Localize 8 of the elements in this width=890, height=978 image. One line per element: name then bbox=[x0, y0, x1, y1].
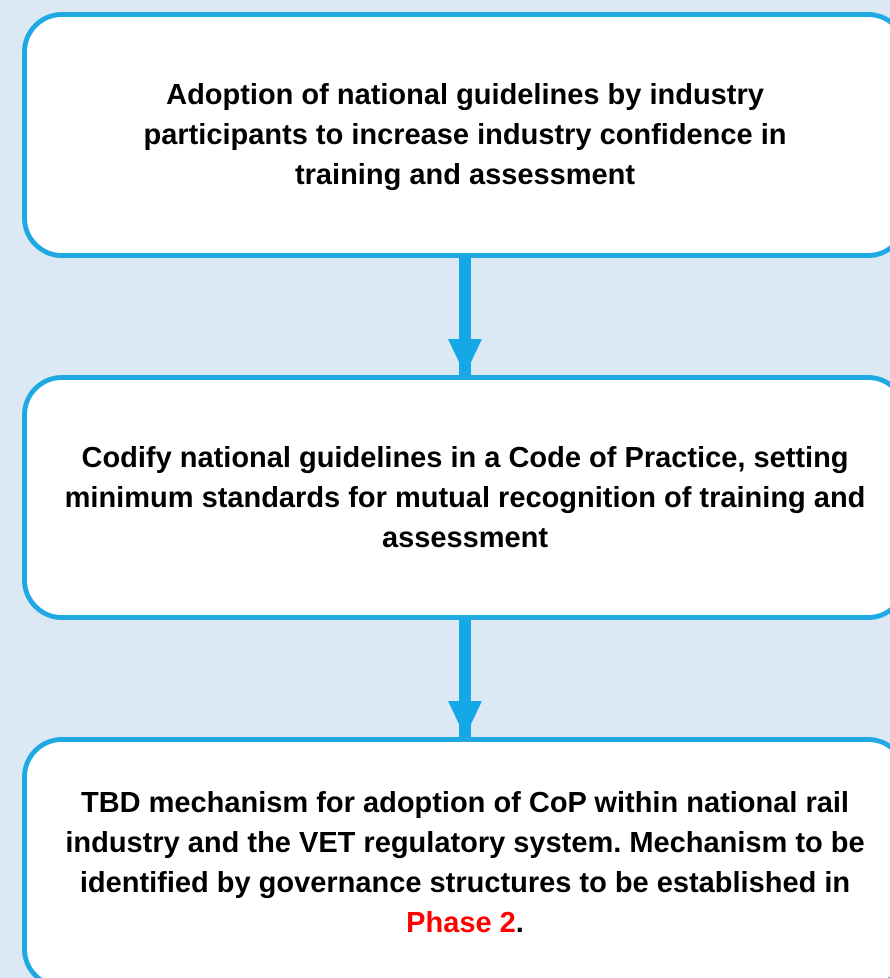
process-box bbox=[22, 375, 890, 620]
process-box bbox=[22, 737, 890, 978]
arrow bbox=[448, 620, 482, 737]
process-box bbox=[22, 12, 890, 258]
box-text: TBD mechanism for adoption of CoP within national rail industry and the VET regulatory system. Mechanism to be identified by governance structures to be established in Phase 2. bbox=[64, 786, 866, 941]
box-text: Codify national guidelines in a Code of Practice, setting minimum standards for mutual recognition of training and assessment bbox=[64, 440, 866, 556]
arrow bbox=[448, 258, 482, 375]
box-text: Adoption of national guidelines by industry participants to increase industry confidence in training and assessment bbox=[142, 78, 788, 193]
